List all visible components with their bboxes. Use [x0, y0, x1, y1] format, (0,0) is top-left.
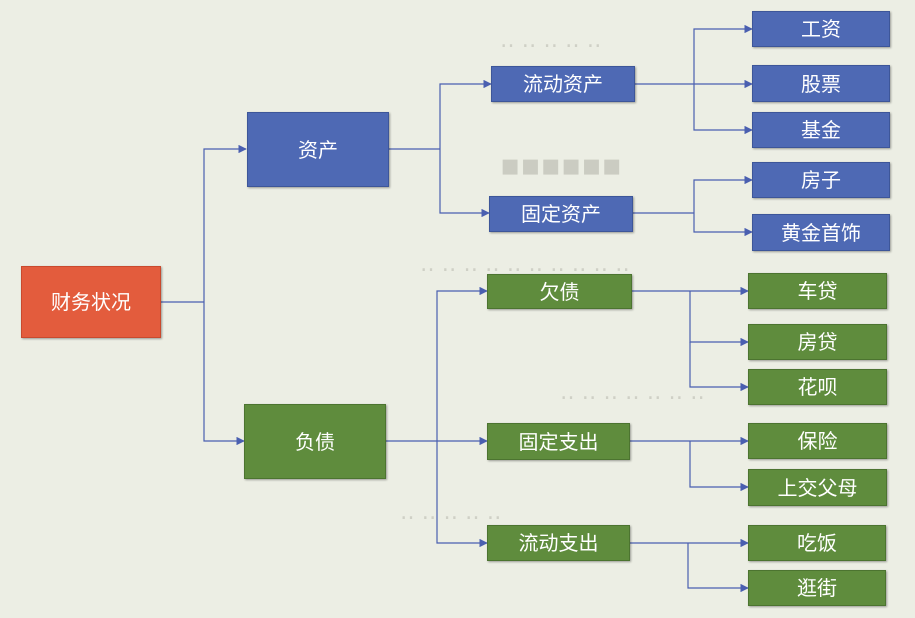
leaf-funds: 基金 — [752, 112, 890, 148]
leaf-salary: 工资 — [752, 11, 890, 47]
node-variable-expense: 流动支出 — [487, 525, 630, 561]
node-fixed-assets: 固定资产 — [489, 196, 633, 232]
connector-assets-current — [439, 79, 492, 149]
connector-varexp-shopping — [687, 543, 749, 593]
connector-fixed-house — [693, 175, 753, 213]
leaf-mortgage: 房贷 — [748, 324, 887, 360]
connector-assets-fixed — [439, 149, 490, 218]
node-root: 财务状况 — [21, 266, 161, 338]
node-current-assets: 流动资产 — [491, 66, 635, 102]
bleed-through-text: ▪▪▪▪▪▪ — [500, 148, 622, 183]
connector-root-assets — [203, 144, 247, 302]
bleed-through-text: ‥ ‥ ‥ ‥ ‥ — [400, 500, 502, 525]
connector-debt-huabei — [689, 342, 749, 392]
connector-current-salary — [693, 24, 753, 84]
node-fixed-expense: 固定支出 — [487, 423, 630, 460]
leaf-shopping: 逛街 — [748, 570, 886, 606]
bleed-through-text: ‥ ‥ ‥ ‥ ‥ ‥ ‥ ‥ ‥ ‥ — [420, 252, 630, 277]
leaf-car-loan: 车贷 — [748, 273, 887, 309]
leaf-gold-jewelry: 黄金首饰 — [752, 214, 890, 251]
leaf-eating: 吃饭 — [748, 525, 886, 561]
leaf-huabei: 花呗 — [748, 369, 887, 405]
connector-fixedexp-parents — [689, 441, 749, 492]
node-debt: 欠债 — [487, 274, 632, 309]
connector-liabilities-variable — [436, 441, 488, 548]
connector-liabilities-debt — [436, 286, 488, 441]
connector-debt-mortgage — [689, 291, 749, 347]
bleed-through-text: ‥ ‥ ‥ ‥ ‥ ‥ ‥ — [560, 380, 705, 405]
leaf-insurance: 保险 — [748, 423, 887, 459]
bleed-through-text: ‥ ‥ ‥ ‥ ‥ — [500, 28, 602, 53]
node-assets: 资产 — [247, 112, 389, 187]
connector-fixed-gold — [693, 213, 753, 237]
leaf-house: 房子 — [752, 162, 890, 198]
leaf-stocks: 股票 — [752, 65, 890, 102]
node-liabilities: 负债 — [244, 404, 386, 479]
connector-root-liabilities — [203, 302, 245, 446]
leaf-support-parents: 上交父母 — [748, 469, 887, 506]
connector-current-funds — [693, 84, 753, 135]
